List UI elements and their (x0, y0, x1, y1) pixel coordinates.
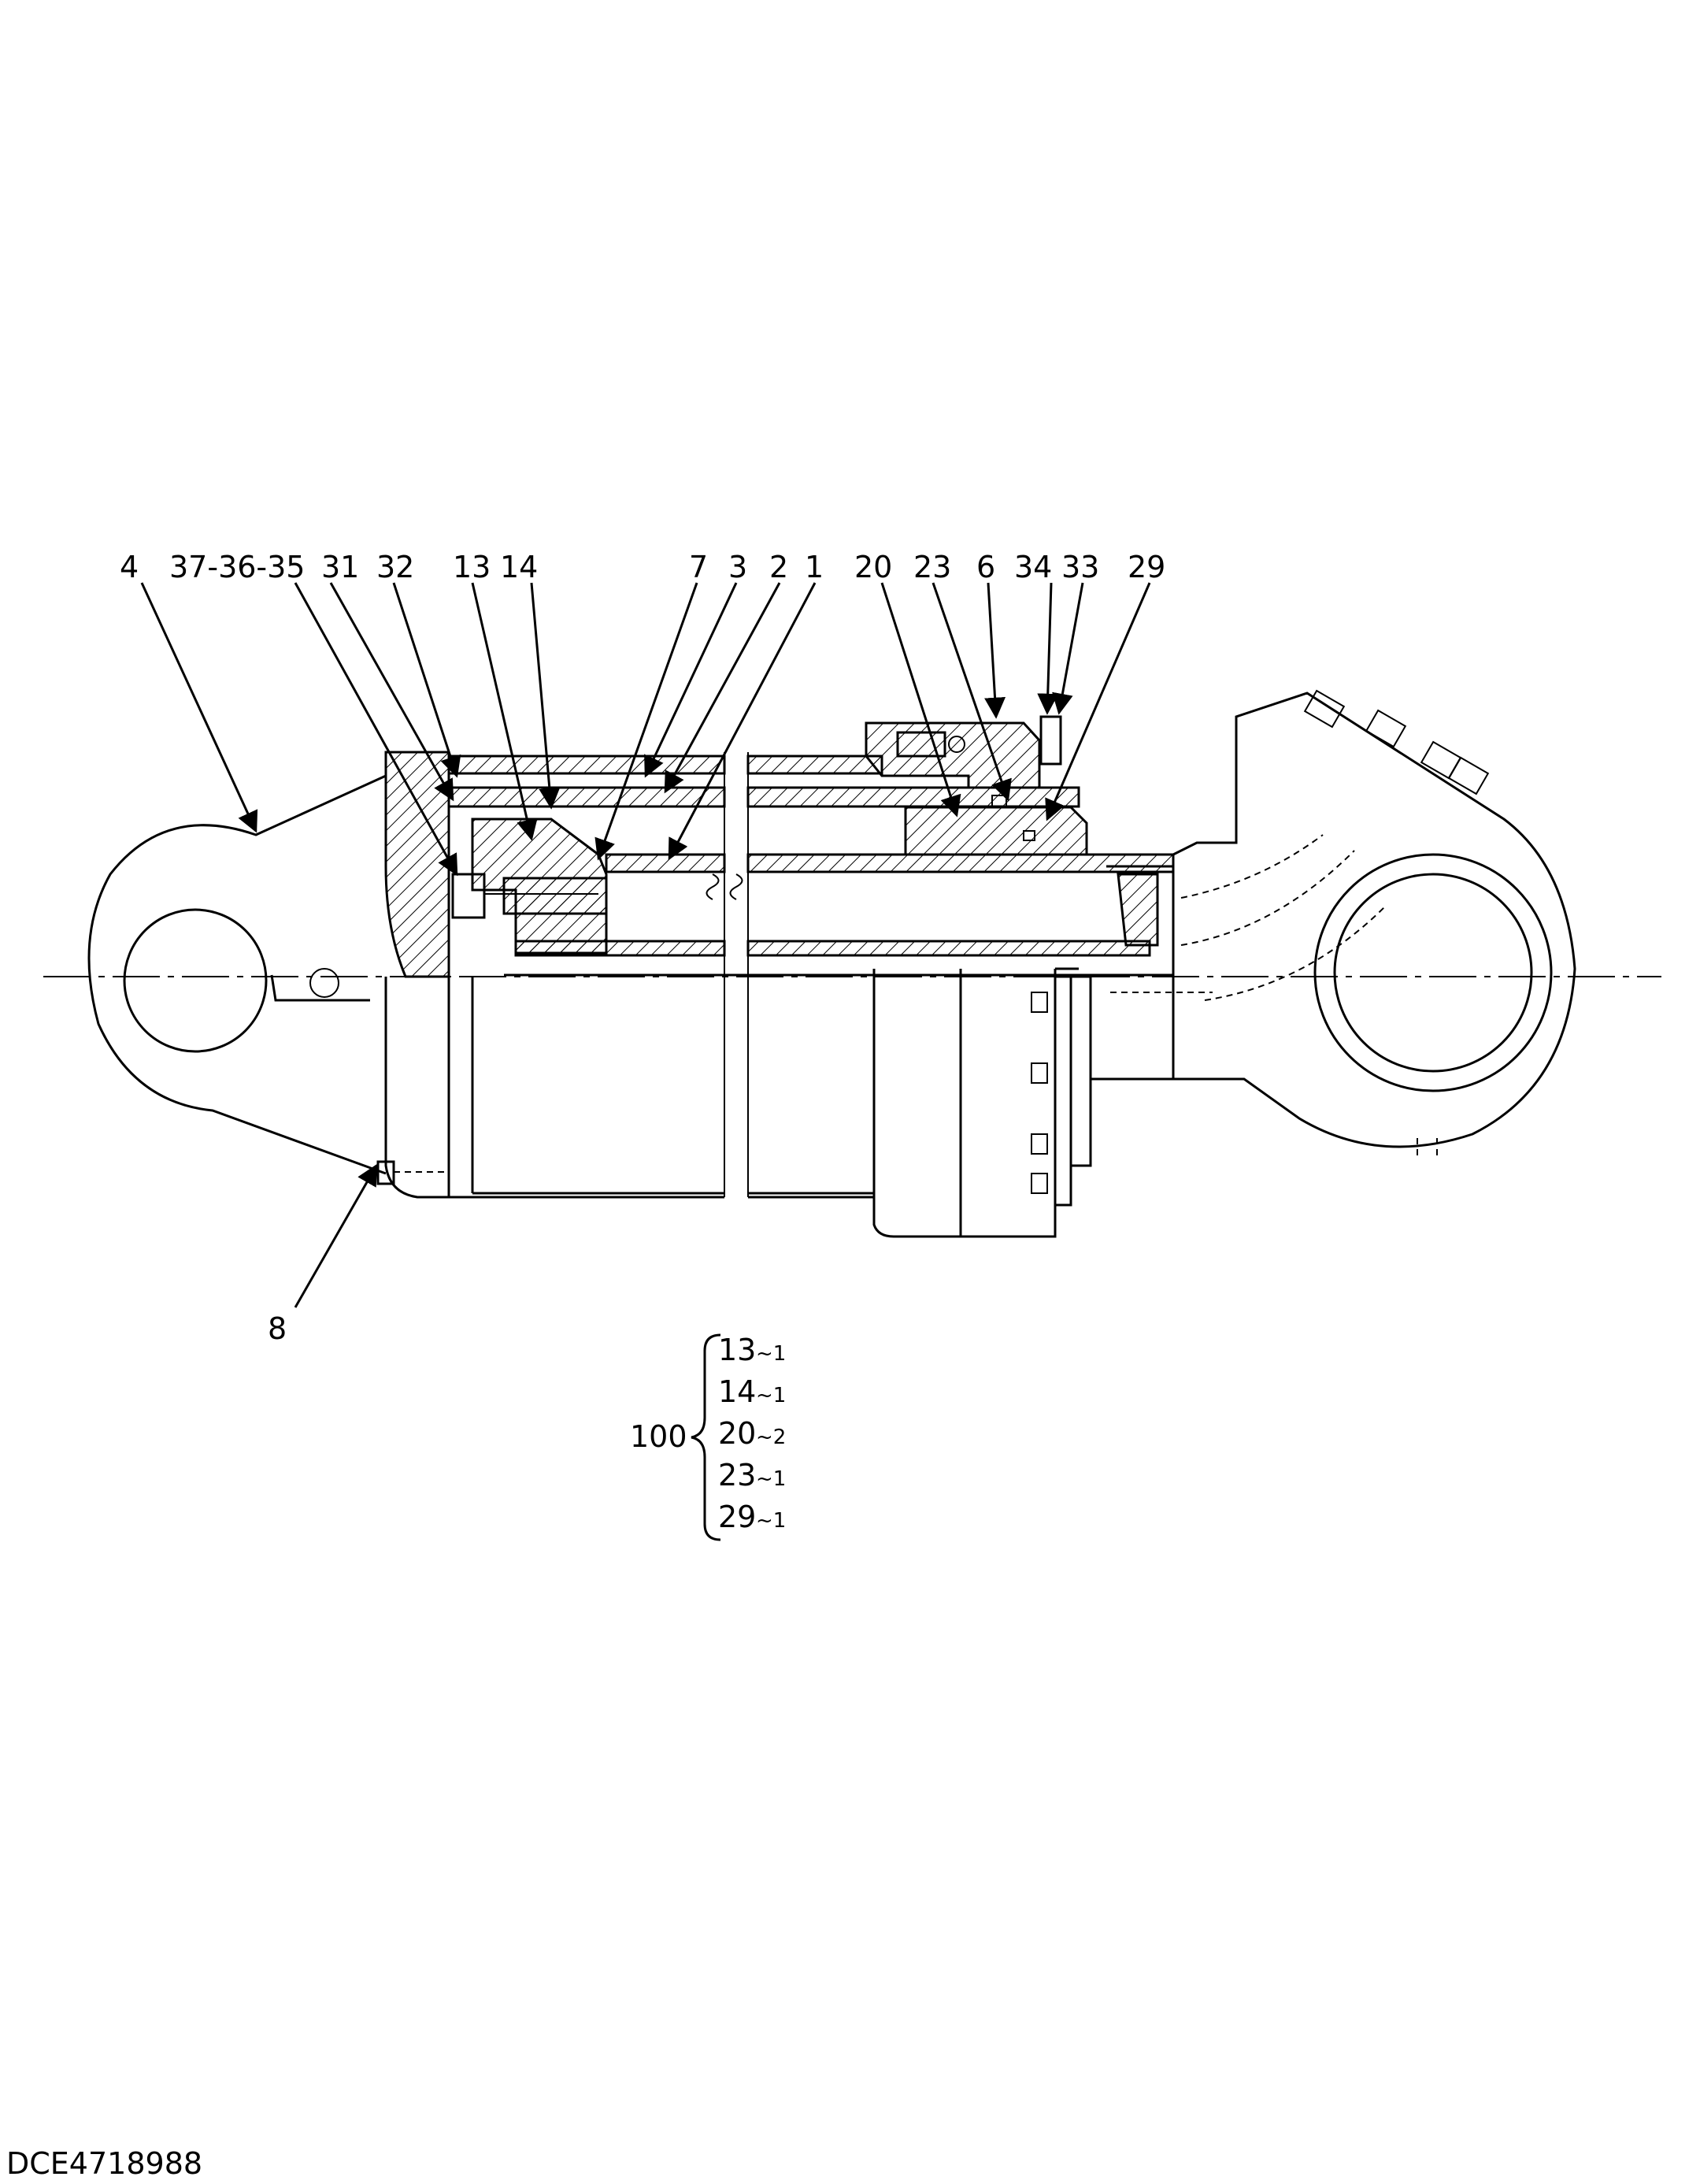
callout-23: 23 (913, 550, 951, 584)
callout-13: 13 (453, 550, 491, 584)
callout-20: 20 (854, 550, 892, 584)
callout-4: 4 (120, 550, 139, 584)
seal-kit-list: 100 13 ~1 14 ~1 20 ~2 23 ~1 29 ~1 (630, 1333, 786, 1541)
kit-item-part: 20 (718, 1416, 756, 1451)
callout-34: 34 (1014, 550, 1052, 584)
callout-29: 29 (1128, 550, 1165, 584)
kit-item-qty: ~1 (756, 1384, 786, 1407)
callout-7: 7 (689, 550, 708, 584)
rod-end-eye (1091, 689, 1576, 1158)
kit-item-part: 13 (718, 1333, 756, 1367)
break-marks (706, 752, 749, 1197)
callout-31: 31 (321, 550, 359, 584)
callout-2: 2 (769, 550, 788, 584)
kit-item-part: 29 (718, 1500, 756, 1534)
kit-item-part: 23 (718, 1458, 756, 1492)
seal-kit-brace (691, 1333, 721, 1541)
callout-3: 3 (728, 550, 747, 584)
kit-item-qty: ~2 (756, 1426, 786, 1449)
callout-labels: 4 37-36-35 31 32 13 14 7 3 2 1 20 23 6 3… (120, 550, 1165, 1346)
callout-6: 6 (976, 550, 995, 584)
kit-item-part: 14 (718, 1374, 756, 1409)
seal-kit-number: 100 (630, 1419, 687, 1454)
grease-fitting (376, 1160, 449, 1185)
callout-33: 33 (1061, 550, 1099, 584)
callout-14: 14 (500, 550, 538, 584)
callout-8: 8 (268, 1311, 287, 1346)
cylinder-head (865, 715, 1092, 1238)
kit-item-qty: ~1 (756, 1467, 786, 1491)
kit-item-qty: ~1 (756, 1342, 786, 1366)
callout-32: 32 (376, 550, 414, 584)
bottom-eye (87, 751, 450, 1199)
leader-lines (140, 582, 1151, 1308)
callout-1: 1 (805, 550, 824, 584)
callout-37-36-35: 37-36-35 (169, 550, 305, 584)
piston-assembly (451, 818, 608, 955)
drawing-code: DCE4718988 (6, 2146, 202, 2181)
kit-item-qty: ~1 (756, 1509, 786, 1533)
